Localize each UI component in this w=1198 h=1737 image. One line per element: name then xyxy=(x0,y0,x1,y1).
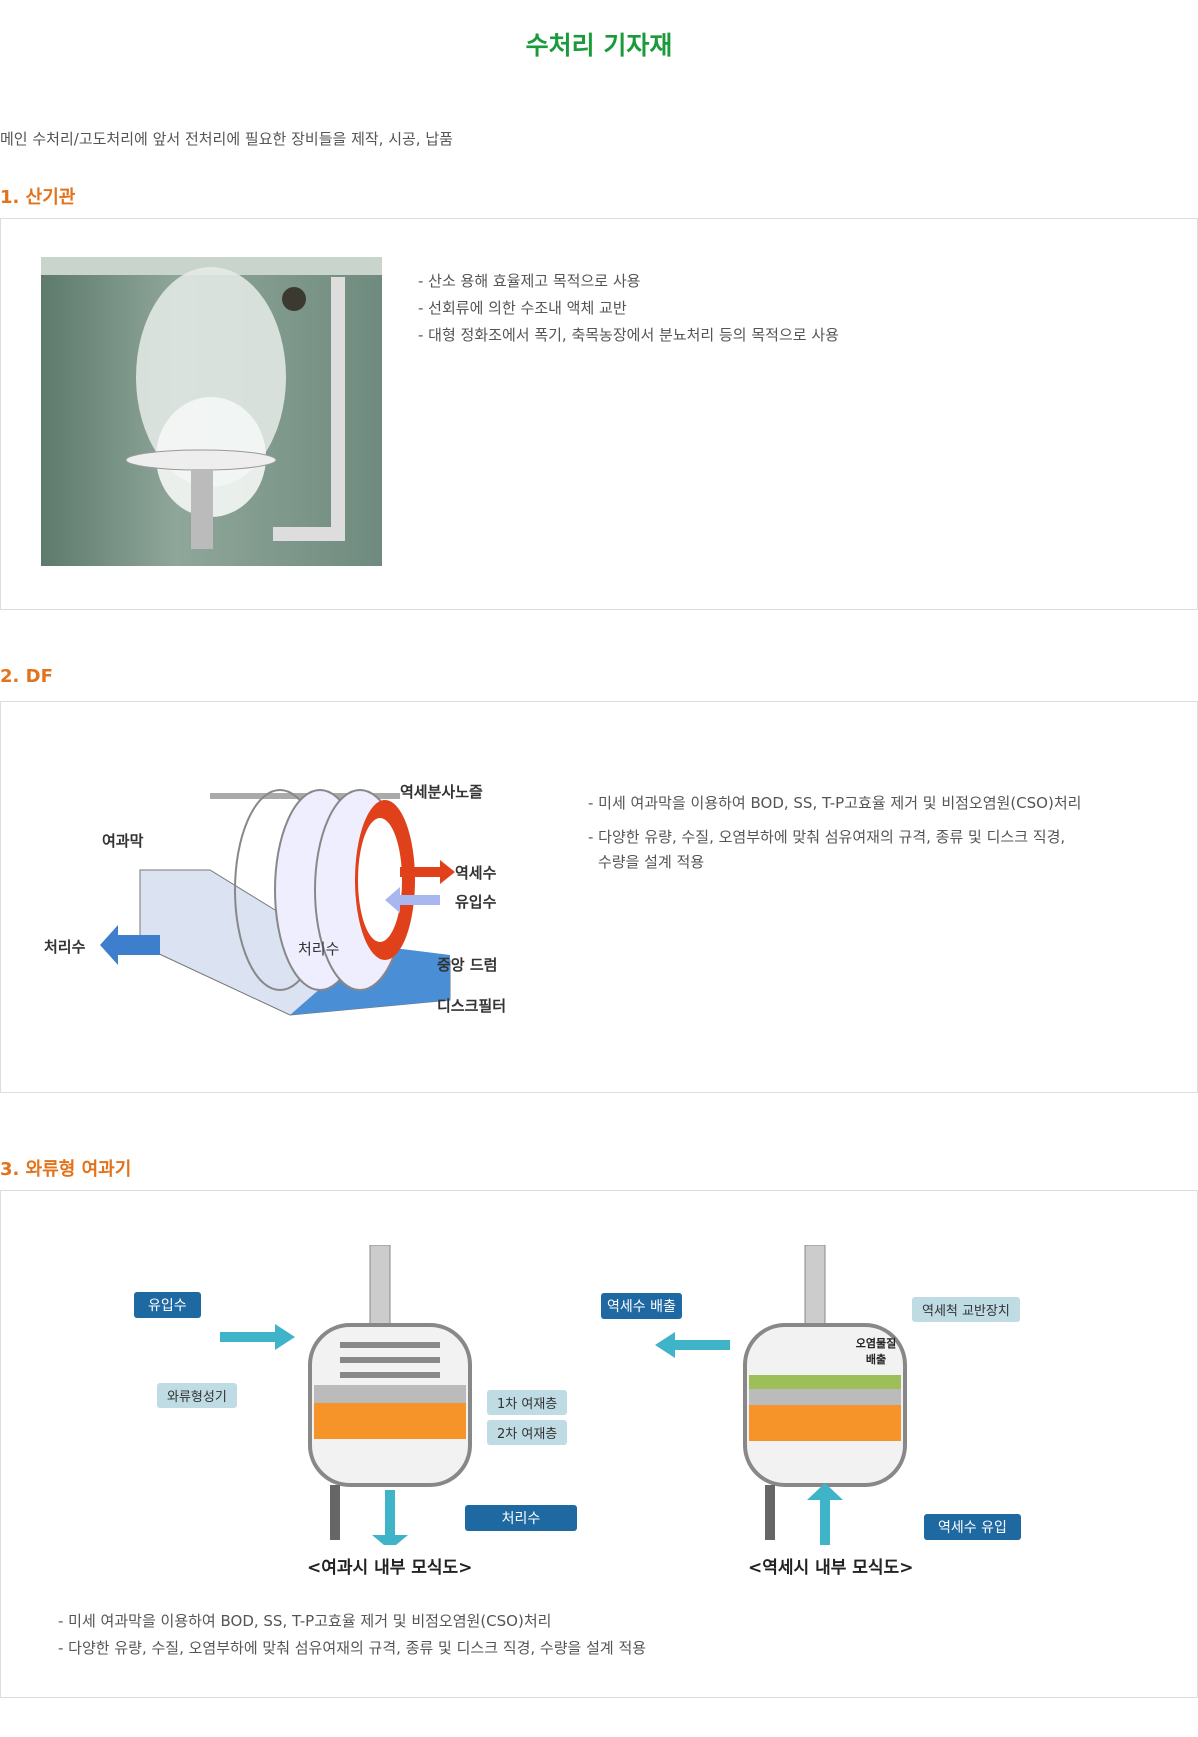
filter-tank-right xyxy=(743,1245,907,1545)
bullet: - 선회류에 의한 수조내 액체 교반 xyxy=(418,299,627,317)
df-diagram xyxy=(100,789,455,1016)
bullet: - 미세 여과막을 이용하여 BOD, SS, T-P고효율 제거 및 비점오염… xyxy=(588,794,1082,812)
label-backwash: 역세수 xyxy=(455,864,497,882)
df-description: - 미세 여과막을 이용하여 BOD, SS, T-P고효율 제거 및 비점오염… xyxy=(588,790,1081,875)
caption-backwash: <역세시 내부 모식도> xyxy=(748,1558,914,1578)
tag-inflow: 유입수 xyxy=(134,1292,201,1318)
section-heading-aerator: 1. 산기관 xyxy=(0,187,76,208)
tag-agitator: 역세척 교반장치 xyxy=(912,1297,1020,1322)
label-drum: 중앙 드럼 xyxy=(437,956,498,974)
discharge-arrow xyxy=(655,1332,730,1358)
vortex-filter-description: - 미세 여과막을 이용하여 BOD, SS, T-P고효율 제거 및 비점오염… xyxy=(58,1608,646,1662)
label-treated-out: 처리수 xyxy=(44,938,86,956)
label-pollutant: 오염물질 배출 xyxy=(855,1337,897,1366)
label-inflow: 유입수 xyxy=(455,893,497,911)
page-title: 수처리 기자재 xyxy=(525,31,673,60)
label-disc: 디스크필터 xyxy=(437,997,507,1015)
aerator-photo xyxy=(41,257,382,566)
inflow-arrow xyxy=(220,1324,295,1350)
label-membrane: 여과막 xyxy=(102,832,144,850)
bullet: - 산소 용해 효율제고 목적으로 사용 xyxy=(418,272,641,290)
section-box-vortex-filter xyxy=(0,1190,1198,1698)
aerator-illustration xyxy=(41,257,382,549)
filter-tank-left xyxy=(308,1245,472,1545)
tag-treated: 처리수 xyxy=(465,1505,577,1531)
bullet: 수량을 설계 적용 xyxy=(598,853,705,871)
tag-backwash-inflow: 역세수 유입 xyxy=(924,1514,1021,1540)
label-treated-in: 처리수 xyxy=(298,940,340,958)
bullet: - 다양한 유량, 수질, 오염부하에 맞춰 섬유여재의 규격, 종류 및 디스… xyxy=(58,1639,647,1657)
bullet: - 대형 정화조에서 폭기, 축목농장에서 분뇨처리 등의 목적으로 사용 xyxy=(418,326,839,344)
tag-vortex: 와류형성기 xyxy=(157,1383,237,1408)
label-nozzle: 역세분사노즐 xyxy=(400,783,483,801)
bullet: - 다양한 유량, 수질, 오염부하에 맞춰 섬유여재의 규격, 종류 및 디스… xyxy=(588,828,1066,846)
bullet: - 미세 여과막을 이용하여 BOD, SS, T-P고효율 제거 및 비점오염… xyxy=(58,1612,552,1630)
tag-backwash-discharge: 역세수 배출 xyxy=(601,1293,682,1319)
section-heading-df: 2. DF xyxy=(0,666,53,687)
intro-text: 메인 수처리/고도처리에 앞서 전처리에 필요한 장비들을 제작, 시공, 납품 xyxy=(0,130,453,148)
section-heading-vortex-filter: 3. 와류형 여과기 xyxy=(0,1159,132,1180)
aerator-description: - 산소 용해 효율제고 목적으로 사용 - 선회류에 의한 수조내 액체 교반… xyxy=(418,268,839,349)
caption-filtration: <여과시 내부 모식도> xyxy=(307,1558,473,1578)
tag-layer2: 2차 여재층 xyxy=(487,1420,568,1445)
tag-layer1: 1차 여재층 xyxy=(487,1390,568,1415)
